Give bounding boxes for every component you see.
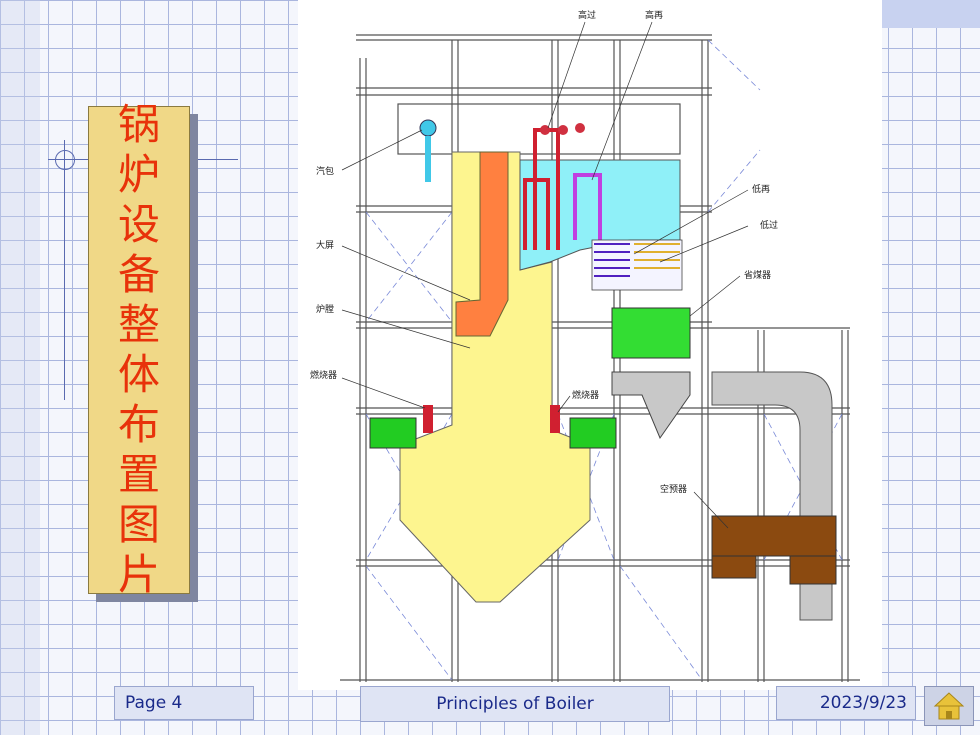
guide-line-vertical <box>64 140 65 400</box>
title-char: 体 <box>117 350 160 399</box>
label-low-reheater: 低再 <box>752 183 770 195</box>
burner-windbox-left <box>369 417 417 449</box>
burner-windbox-right <box>569 417 617 449</box>
footer-page: Page 4 <box>114 686 254 720</box>
air-preheater <box>711 515 837 557</box>
slide-title-card: 锅 炉 设 备 整 体 布 置 图 片 <box>88 100 190 599</box>
label-burner-right: 燃烧器 <box>572 389 599 401</box>
footer-date: 2023/9/23 <box>776 686 916 720</box>
title-char: 设 <box>117 200 160 249</box>
label-furnace: 炉膛 <box>316 303 334 315</box>
label-division-panel: 大屏 <box>316 239 334 251</box>
economizer-block <box>611 307 691 359</box>
title-char: 置 <box>117 450 160 499</box>
high-reheater-tubes <box>573 173 602 240</box>
downcomer <box>425 136 431 182</box>
slide-date: 2023/9/23 <box>819 693 907 713</box>
top-right-band <box>882 0 980 28</box>
label-low-superheater: 低过 <box>760 219 778 231</box>
course-title: Principles of Boiler <box>436 694 594 714</box>
low-reheater-tubes <box>594 243 630 277</box>
label-drum: 汽包 <box>316 165 334 177</box>
label-burner-left: 燃烧器 <box>310 369 337 381</box>
crosshair-icon <box>55 150 75 170</box>
title-char: 整 <box>117 300 160 349</box>
title-char: 片 <box>117 550 160 599</box>
drum-circle <box>419 119 437 137</box>
boiler-drawing: 高过 高再 汽包 大屏 炉膛 燃烧器 燃烧器 低再 低过 省煤器 空预器 <box>310 9 860 682</box>
label-high-reheater: 高再 <box>645 9 663 21</box>
convection-pass <box>591 239 683 291</box>
low-superheater-tubes <box>634 243 680 269</box>
air-preheater-lower-right <box>789 555 837 585</box>
left-stripe <box>0 0 40 735</box>
page-number: Page 4 <box>125 693 183 713</box>
burners <box>423 405 560 433</box>
headers <box>540 123 585 135</box>
title-char: 备 <box>117 250 160 299</box>
title-char: 锅 <box>117 100 160 149</box>
label-economizer: 省煤器 <box>744 269 771 281</box>
home-icon <box>933 692 965 720</box>
bracing <box>365 39 843 681</box>
title-char: 布 <box>117 400 160 449</box>
home-button[interactable] <box>924 686 974 726</box>
ash-hopper <box>611 371 691 440</box>
division-panel <box>455 151 509 337</box>
title-char: 炉 <box>117 150 160 199</box>
label-high-superheater: 高过 <box>578 9 596 21</box>
footer-course: Principles of Boiler <box>360 686 670 722</box>
boiler-layout-diagram: 高过 高再 汽包 大屏 炉膛 燃烧器 燃烧器 低再 低过 省煤器 空预器 <box>298 0 882 690</box>
air-preheater-lower-left <box>711 555 757 579</box>
label-air-preheater: 空预器 <box>660 483 687 495</box>
leader-lines <box>341 21 749 529</box>
title-char: 图 <box>117 500 160 549</box>
